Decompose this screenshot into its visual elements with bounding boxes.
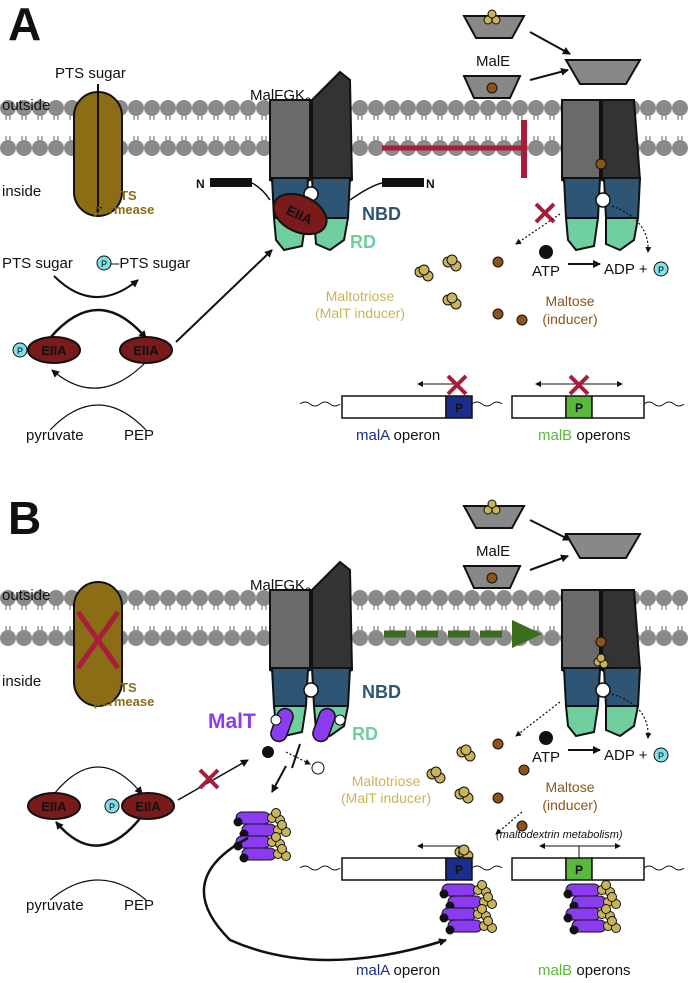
label-adp-a: ADP + [604,261,648,278]
male-group-a [462,9,642,99]
label-eiia-b-right: EIIA [135,799,161,814]
panel-b: B outside inside PTS permease MalFGK2 Ma… [2,492,685,979]
label-eiia-a-right: EIIA [133,343,159,358]
pts-permease-a [73,84,123,217]
transport-arrow-b [384,620,542,648]
label-pts-permease-a1: PTS [111,188,137,203]
label-nbd-a: NBD [362,204,401,224]
label-maltotriose-b2: (MalT inducer) [341,790,431,806]
n-tail-a-left [210,178,252,187]
malfgk-transporter-b [269,560,354,743]
promoter-mala-a: P [455,401,463,415]
male-group-b [462,499,642,589]
label-outside-b: outside [2,587,50,604]
malfgk-transporter-b-right [561,589,642,738]
label-pep-b: PEP [124,897,154,914]
label-pyruvate-a: pyruvate [26,427,84,444]
phosphate-b-adp: P [658,751,664,761]
label-rd-a: RD [350,232,376,252]
label-malb-a: malB operons [538,427,631,444]
label-pts-sugar-p-a: –PTS sugar [111,255,190,272]
dna-a: P P [299,374,685,419]
phosphate-a-eiia: P [17,346,23,356]
label-pts-permease-b1: PTS [111,680,137,695]
pts-permease-b [73,581,123,707]
label-n-left-a: N [196,177,205,191]
label-maltotriose-b1: Maltotriose [352,773,421,789]
label-maltotriose-a2: (MalT inducer) [315,305,405,321]
phosphate-b-eiia: P [109,802,115,812]
label-pts-sugar-in-a: PTS sugar [2,255,73,272]
label-inside-a: inside [2,183,41,200]
label-maltose-b1: Maltose [545,779,594,795]
label-pts-sugar-top-a: PTS sugar [55,65,126,82]
promoter-malb-b: P [575,863,583,877]
label-mala-a: malA operon [356,427,440,444]
label-eiia-a-left: EIIA [41,343,67,358]
label-male-b: MalE [476,543,510,560]
label-pep-a: PEP [124,427,154,444]
sugars-b [426,738,530,862]
label-pts-permease-b2: permease [94,694,155,709]
label-mala-b: malA operon [356,962,440,979]
panel-a: A outside inside PTS sugar PTS permease … [2,0,685,444]
label-maltose-a2: (inducer) [542,311,597,327]
label-n-right-a: N [426,177,435,191]
label-eiia-b-left: EIIA [41,799,67,814]
promoter-mala-b: P [455,863,463,877]
panel-a-letter: A [8,0,41,50]
label-maltotriose-a1: Maltotriose [326,288,395,304]
label-inside-b: inside [2,673,41,690]
malfgk-transporter-a-right [561,99,642,252]
eiia-bound-a [272,192,328,236]
phosphate-a-sugar: P [101,259,107,269]
label-rd-b: RD [352,724,378,744]
label-pts-permease-a2: permease [94,202,155,217]
label-malb-b: malB operons [538,962,631,979]
label-male-a: MalE [476,53,510,70]
label-malt-b: MalT [208,710,256,733]
dna-b: P P [299,843,685,881]
malfgk-transporter-a [269,70,354,252]
phosphate-a-adp: P [658,265,664,275]
panel-b-letter: B [8,492,41,544]
label-atp-b: ATP [532,749,560,766]
promoter-malb-a: P [575,401,583,415]
label-maltose-b2: (inducer) [542,797,597,813]
label-pyruvate-b: pyruvate [26,897,84,914]
n-tail-a-right [382,178,424,187]
label-outside-a: outside [2,97,50,114]
label-nbd-b: NBD [362,682,401,702]
label-maltose-a1: Maltose [545,293,594,309]
label-adp-b: ADP + [604,747,648,764]
sugars-a [414,254,528,326]
label-atp-a: ATP [532,263,560,280]
label-metabolism-b: (maltodextrin metabolism) [496,829,623,841]
